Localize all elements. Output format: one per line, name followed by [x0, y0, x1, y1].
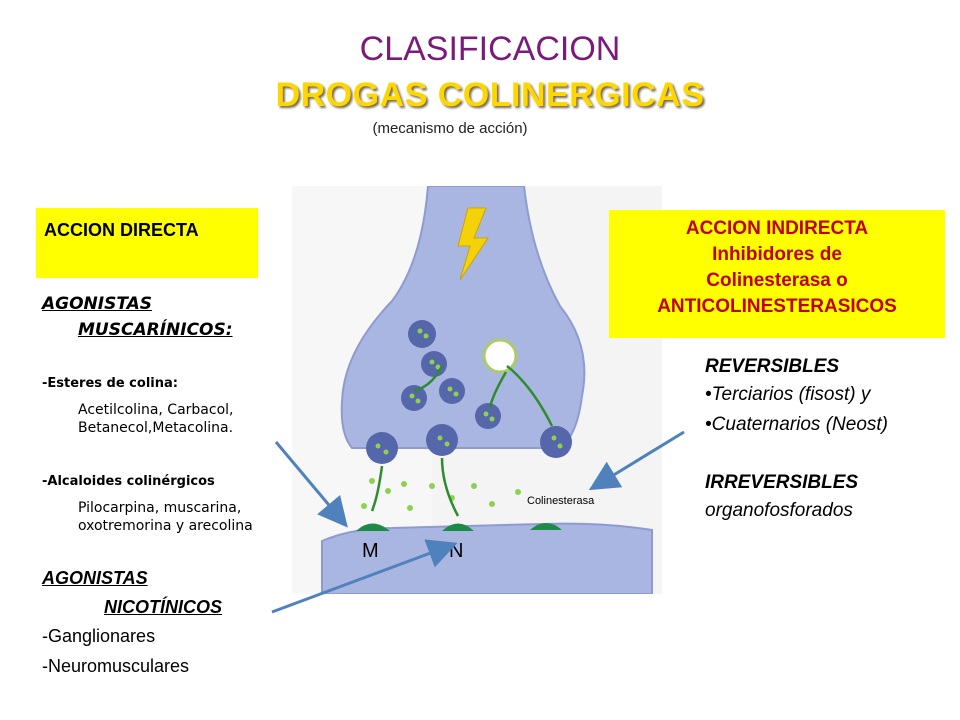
subtitle: (mecanismo de acción)	[372, 120, 528, 137]
esteres-line-1: Acetilcolina, Carbacol,	[78, 402, 234, 418]
receptor-3	[530, 523, 562, 530]
vesicles	[366, 320, 572, 464]
esteres-line-2: Betanecol,Metacolina.	[78, 420, 234, 436]
label-N: N	[449, 540, 464, 562]
indirect-line-3: Colinesterasa o	[706, 270, 848, 291]
neuromusculares: -Neuromusculares	[42, 656, 190, 676]
esteres-heading: -Esteres de colina:	[42, 376, 178, 391]
indirect-line-2: Inhibidores de	[712, 244, 842, 265]
reversibles: REVERSIBLES	[705, 356, 840, 377]
label-colinesterasa: Colinesterasa	[527, 495, 595, 507]
label-M: M	[362, 540, 379, 562]
indirect-line-1: ACCION INDIRECTA	[685, 218, 869, 239]
choline-uptake	[482, 338, 518, 374]
title-drogas-colinergicas: DROGAS COLINERGICAS	[275, 76, 705, 114]
ganglionares: -Ganglionares	[42, 626, 156, 646]
agonistas-nicotinicos-1: AGONISTAS	[42, 568, 148, 588]
lightning-icon	[457, 207, 489, 281]
agonistas-nicotinicos-2: NICOTÍNICOS	[104, 597, 223, 617]
indirect-line-4: ANTICOLINESTERASICOS	[657, 296, 897, 317]
terciarios: •Terciarios (fisost) y	[705, 384, 871, 405]
synapse-diagram	[292, 186, 662, 594]
title-clasificacion: CLASIFICACION	[359, 30, 621, 68]
receptor-M	[356, 523, 390, 531]
organofosforados: organofosforados	[705, 500, 853, 521]
accion-directa-box: ACCION DIRECTA	[36, 208, 258, 278]
accion-directa-label: ACCION DIRECTA	[44, 220, 199, 240]
cuaternarios: •Cuaternarios (Neost)	[705, 414, 888, 435]
agonistas-muscarinicos-1: AGONISTAS	[42, 294, 153, 314]
irreversibles: IRREVERSIBLES	[705, 472, 859, 493]
alcaloides-heading: -Alcaloides colinérgicos	[42, 474, 215, 489]
alcaloides-line-2: oxotremorina y arecolina	[78, 518, 253, 534]
alcaloides-line-1: Pilocarpina, muscarina,	[78, 500, 242, 516]
agonistas-muscarinicos-2: MUSCARÍNICOS:	[78, 320, 233, 340]
accion-indirecta-box: ACCION INDIRECTA Inhibidores de Colinest…	[609, 210, 945, 338]
receptor-N	[442, 523, 474, 531]
